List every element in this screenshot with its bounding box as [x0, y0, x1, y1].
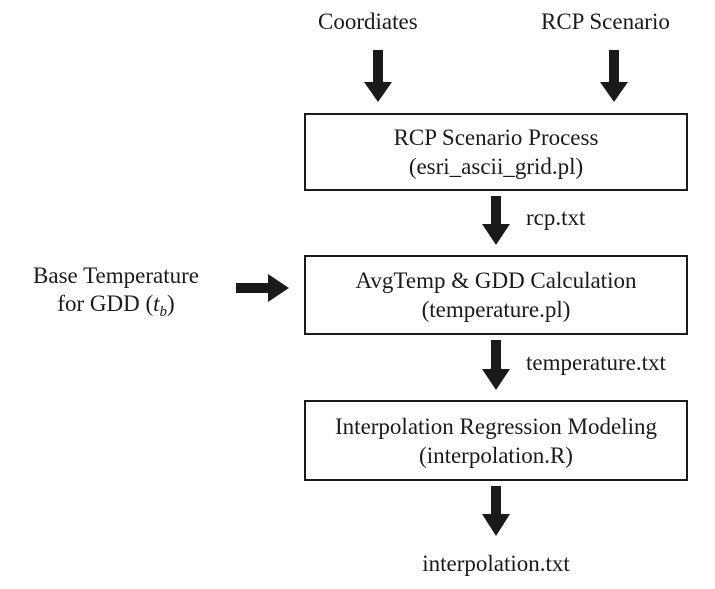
step-script: (esri_ascii_grid.pl)	[408, 154, 584, 179]
step-title: Interpolation Regression Modeling	[335, 413, 657, 439]
arrow-coordinates-to-rcp-process	[364, 50, 392, 102]
step-script: (interpolation.R)	[419, 442, 573, 468]
arrow-rcp-process-to-avgtemp	[482, 196, 510, 245]
step-avgtemp-gdd-calculation: AvgTemp & GDD Calculation (temperature.p…	[304, 255, 688, 335]
base-temperature-variable: t	[153, 291, 160, 316]
base-temperature-subscript: b	[159, 304, 168, 320]
input-coordinates: Coordiates	[318, 9, 418, 34]
arrow-avgtemp-to-interpolation	[482, 340, 510, 390]
input-rcp-scenario: RCP Scenario	[541, 9, 670, 34]
arrow-rcp-scenario-to-rcp-process	[600, 50, 628, 102]
base-temperature-line2: for GDD (tb)	[57, 291, 175, 320]
output-interpolation-txt: interpolation.txt	[422, 551, 570, 576]
output-temperature-txt: temperature.txt	[526, 350, 666, 375]
step-script: (temperature.pl)	[421, 297, 571, 322]
arrow-interpolation-to-output	[482, 486, 510, 536]
base-temperature-line1: Base Temperature	[33, 263, 199, 288]
input-base-temperature: Base Temperature for GDD (tb)	[18, 262, 214, 326]
step-title: RCP Scenario Process	[393, 125, 599, 150]
arrow-base-temperature-to-avgtemp	[236, 274, 289, 302]
step-rcp-scenario-process: RCP Scenario Process (esri_ascii_grid.pl…	[304, 113, 688, 191]
output-rcp-txt: rcp.txt	[526, 205, 586, 230]
step-interpolation-regression-modeling: Interpolation Regression Modeling (inter…	[304, 400, 688, 481]
step-title: AvgTemp & GDD Calculation	[355, 268, 637, 293]
